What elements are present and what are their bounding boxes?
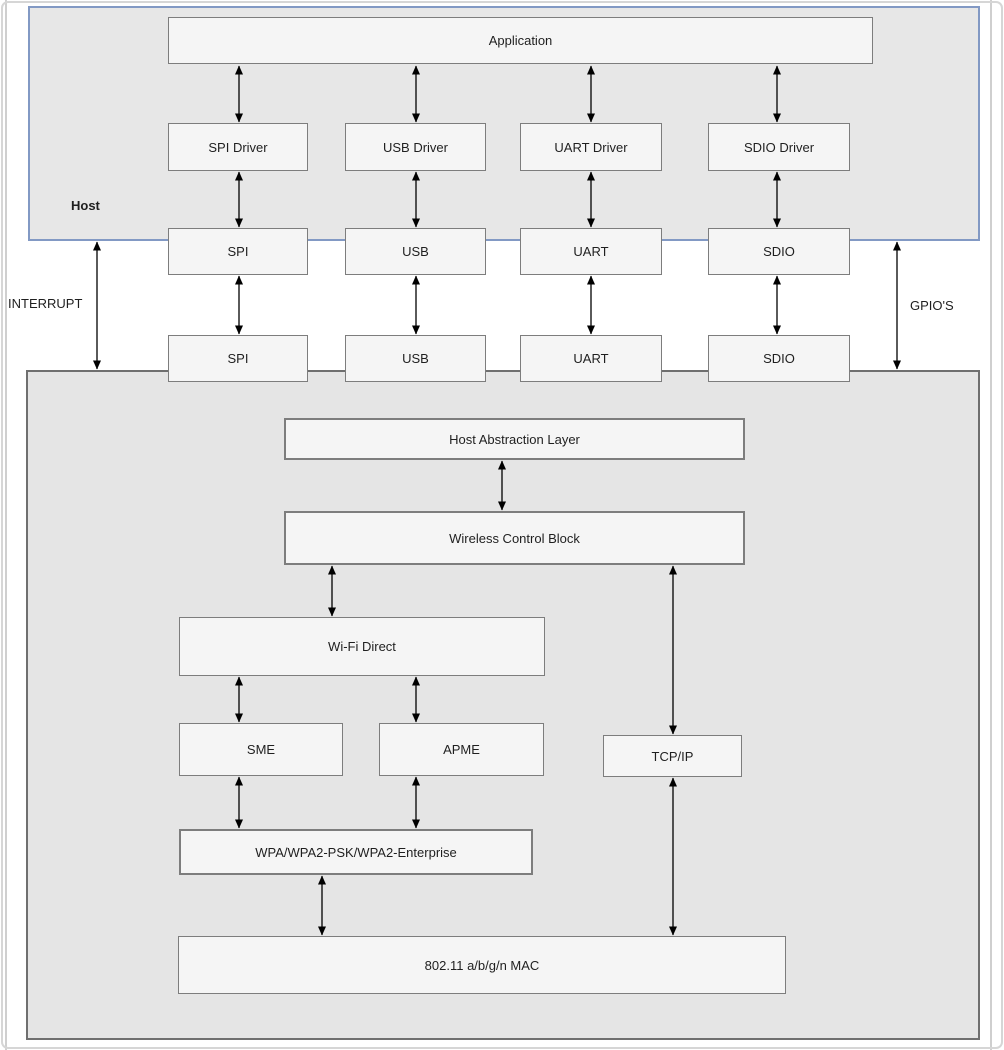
application-box: Application [168, 17, 873, 64]
host-sdio-interface-box: SDIO [708, 228, 850, 275]
host-spi-interface-box: SPI [168, 228, 308, 275]
device-uart-interface-box: UART [520, 335, 662, 382]
spi-driver-box: SPI Driver [168, 123, 308, 171]
sdio-driver-box: SDIO Driver [708, 123, 850, 171]
wifi-direct-box: Wi-Fi Direct [179, 617, 545, 676]
wpa-box: WPA/WPA2-PSK/WPA2-Enterprise [179, 829, 533, 875]
interrupt-label: INTERRUPT [8, 296, 83, 311]
sme-box: SME [179, 723, 343, 776]
page-edge-right [990, 0, 992, 1050]
host-abstraction-layer-box: Host Abstraction Layer [284, 418, 745, 460]
uart-driver-box: UART Driver [520, 123, 662, 171]
device-sdio-interface-box: SDIO [708, 335, 850, 382]
tcpip-box: TCP/IP [603, 735, 742, 777]
usb-driver-box: USB Driver [345, 123, 486, 171]
gpios-label: GPIO'S [910, 298, 954, 313]
device-spi-interface-box: SPI [168, 335, 308, 382]
device-usb-interface-box: USB [345, 335, 486, 382]
host-uart-interface-box: UART [520, 228, 662, 275]
mac-box: 802.11 a/b/g/n MAC [178, 936, 786, 994]
apme-box: APME [379, 723, 544, 776]
page-edge-left [5, 0, 7, 1050]
host-usb-interface-box: USB [345, 228, 486, 275]
host-label: Host [71, 198, 100, 213]
wireless-control-block-box: Wireless Control Block [284, 511, 745, 565]
